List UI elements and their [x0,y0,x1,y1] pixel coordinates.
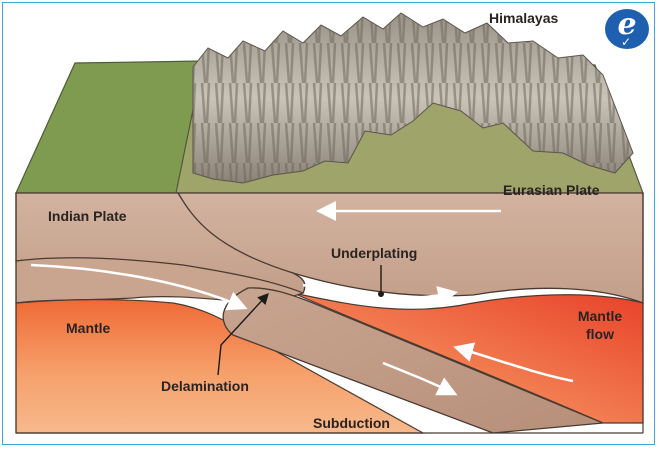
label-underplating: Underplating [331,245,418,261]
label-subduction: Subduction [313,415,390,431]
label-indian-plate: Indian Plate [48,208,127,224]
indian-plate-surface [15,60,204,194]
indian-flow-arrow [30,263,248,311]
check-icon: ✓ [621,35,632,49]
tectonic-diagram [15,12,644,434]
label-delamination: Delamination [161,378,249,394]
logo-letter: e [617,7,637,42]
mountain-ridges [193,13,633,183]
underplating-arrow [302,283,458,306]
label-mantle: Mantle [66,320,111,336]
label-eurasian-plate: Eurasian Plate [503,182,600,198]
brand-logo: e ✓ [605,7,649,49]
mantle-flow-arrow [453,342,574,383]
label-himalayas: Himalayas [489,10,559,26]
diagram-frame: Himalayas Eurasian Plate Indian Plate Un… [2,2,655,445]
subduction-arrow [382,361,458,396]
delamination-leader [217,292,269,376]
underplating-dot [378,291,384,297]
label-mantle-flow: Mantle flow [577,308,623,342]
